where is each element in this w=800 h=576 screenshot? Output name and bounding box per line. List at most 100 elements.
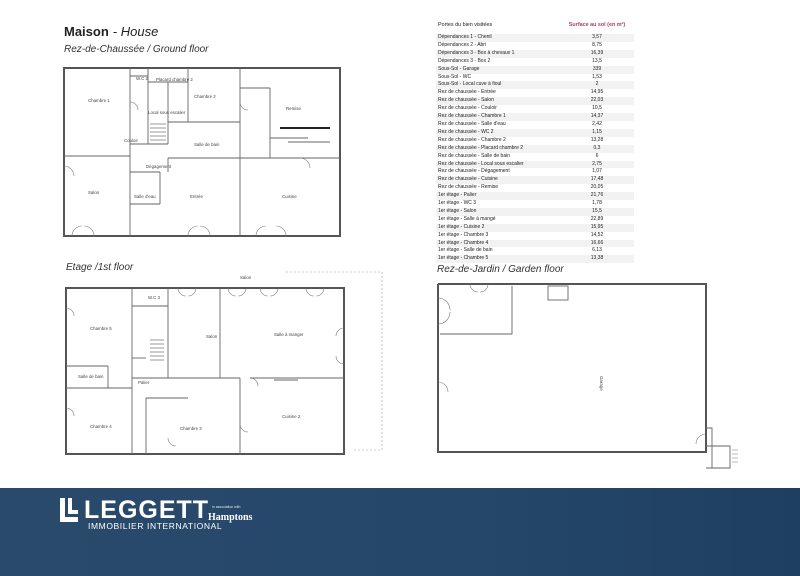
table-row: Rez de chaussée - Remise 20,05 [436,184,634,192]
ground-floor-label: Rez-de-Chaussée / Ground floor [64,44,209,55]
table-cell-room: Rez de chaussée - Remise [438,184,499,191]
room-couloir: Couloir [124,138,138,143]
table-cell-surface: 17,48 [560,176,634,185]
table-cell-room: 1er étage - Cuisine 2 [436,223,560,232]
table-cell-room: Dépendances 3 - Box 2 [438,57,491,64]
table-cell-surface: 14,52 [590,231,604,238]
table-cell-surface: 13,5 [592,57,602,64]
room-cuisine2: Cuisine 2 [282,414,301,419]
title-main: Maison [64,24,109,39]
room-sdb-first: Salle de bain [78,374,104,379]
room-garage: Garage [599,376,604,391]
room-chambre5: Chambre 5 [90,326,112,331]
room-chambre2: Chambre 2 [194,94,216,99]
table-cell-surface: 6 [595,152,599,159]
room-sdeau: Salle d'eau [134,194,156,199]
leggett-logo: LEGGETT [60,494,210,528]
table-cell-surface: 14,95 [590,89,604,96]
table-cell-room: Rez de chaussée - Placard chambre 2 [436,144,560,153]
room-palier: Palier [138,380,150,385]
room-salon-top: Salon [240,275,252,280]
footer-banner [0,488,800,576]
title-subtitle: - House [112,24,159,39]
surface-table: Portes du bien visitées Surface au sol (… [436,18,634,264]
room-placard: Placard chambre 2 [156,77,193,82]
table-cell-surface: 20,05 [590,184,604,191]
table-cell-room: Rez de chaussée - Chambre 2 [438,136,506,143]
table-cell-surface: 1,78 [592,200,602,207]
table-cell-surface: 15,5 [560,207,634,216]
table-cell-surface: 2,42 [592,120,602,127]
logo-word: LEGGETT [84,496,210,524]
table-header-surface: Surface au sol (en m²) [560,18,634,34]
table-cell-surface: 21,76 [560,192,634,201]
room-wc2: W.C 2 [136,76,149,81]
table-cell-room: Rez de chaussée - Salle de bain [438,152,510,159]
table-cell-surface: 0,3 [560,144,634,153]
table-cell-surface: 1,53 [592,73,602,80]
table-cell-room: Rez de chaussée - WC 2 [436,128,560,137]
room-cuisine: Cuisine [282,194,297,199]
table-cell-surface: 3,57 [560,34,634,42]
ground-floor-plan: Chambre 1 W.C 2 Placard chambre 2 Chambr… [63,67,341,237]
room-sdb: Salle de bain [194,142,220,147]
table-row: 1er étage - Salle de bain 6,13 [436,247,634,255]
table-cell-surface: 2 [560,81,634,90]
table-cell-surface: 339 [560,65,634,74]
table-cell-surface: 1,15 [560,128,634,137]
table-cell-room: Sous-Sol - Local cuve à fioul [436,81,560,90]
table-header-rooms: Portes du bien visitées [436,18,560,34]
table-cell-room: 1er étage - Chambre 3 [438,231,489,238]
table-cell-room: 1er étage - Chambre 5 [436,255,560,264]
garden-floor-plan: Garage [437,283,738,469]
room-entree: Entrée [190,194,203,199]
table-cell-surface: 10,5 [592,105,602,112]
table-row: 1er étage - WC 3 1,78 [436,200,634,208]
assoc-text: in association with [212,505,241,509]
room-local: Local sous escalier [148,110,186,115]
table-cell-surface: 16,39 [560,49,634,58]
table-cell-surface: 16,66 [560,239,634,248]
table-cell-room: Rez de chaussée - Dégagement [438,168,510,175]
room-chambre1: Chambre 1 [88,98,110,103]
table-row: Rez de chaussée - Salle d'eau 2,42 [436,121,634,129]
room-salon: Salon [88,190,100,195]
first-floor-label: Etage /1st floor [66,262,134,273]
table-cell-room: 1er étage - Salle de bain [438,247,493,254]
table-cell-surface: 6,13 [592,247,602,254]
table-cell-room: Rez de chaussée - Salle d'eau [438,120,506,127]
logo-mark-outer [60,498,78,522]
first-floor-plan: Salon W.C 3 Chambre 5 Salon Salle à mang… [65,271,383,455]
table-row: Dépendances 3 - Box 2 13,5 [436,58,634,66]
table-cell-room: Rez de chaussée - Entrée [438,89,496,96]
table-cell-room: Rez de chaussée - Salon [436,97,560,106]
table-cell-room: 1er étage - Palier [436,192,560,201]
room-chambre4: Chambre 4 [90,424,112,429]
room-chambre3: Chambre 3 [180,426,202,431]
table-row: Rez de chaussée - Salle de bain 6 [436,153,634,161]
table-cell-room: 1er étage - WC 3 [438,200,477,207]
garden-floor-label: Rez-de-Jardin / Garden floor [437,264,564,275]
table-cell-room: 1er étage - Chambre 4 [436,239,560,248]
logo-tagline: IMMOBILIER INTERNATIONAL [88,521,223,531]
table-cell-surface: 13,38 [560,255,634,264]
logo-mark-inner [68,498,78,514]
room-wc3: W.C 3 [148,295,161,300]
